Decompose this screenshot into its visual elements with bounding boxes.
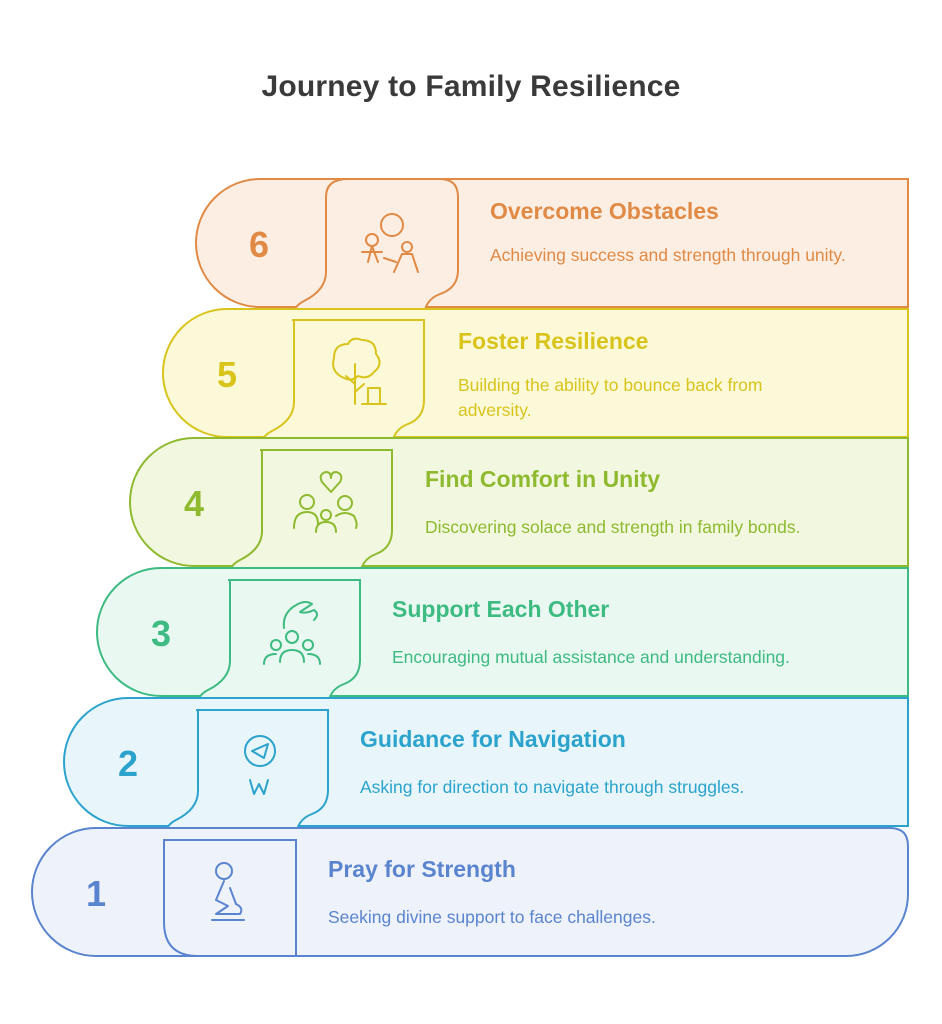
tree-icon <box>332 337 387 405</box>
step-1: 1 <box>31 827 909 957</box>
step-4-title: Find Comfort in Unity <box>425 466 661 492</box>
step-4-number: 4 <box>184 483 204 524</box>
group-support-icon <box>263 601 321 665</box>
step-2-description: Asking for direction to navigate through… <box>360 777 745 797</box>
step-5-number: 5 <box>217 354 237 395</box>
overcome-people-icon <box>361 213 419 273</box>
family-heart-icon <box>293 471 358 533</box>
compass-icon <box>244 735 276 795</box>
praying-person-icon <box>211 862 245 921</box>
step-4-band <box>129 437 909 567</box>
step-4: 4 <box>129 437 909 581</box>
step-5-description: Building the ability to bounce back from… <box>458 375 763 420</box>
step-1-title: Pray for Strength <box>328 856 516 882</box>
step-6-number: 6 <box>249 224 269 265</box>
step-3-description: Encouraging mutual assistance and unders… <box>392 647 790 667</box>
step-6-description: Achieving success and strength through u… <box>490 245 846 265</box>
step-1-number: 1 <box>86 873 106 914</box>
step-6: 6 <box>195 178 909 321</box>
step-5: 5 <box>162 308 909 451</box>
step-5-title: Foster Resilience <box>458 328 649 354</box>
step-2-band <box>63 697 909 827</box>
step-3-number: 3 <box>151 613 171 654</box>
step-4-description: Discovering solace and strength in famil… <box>425 517 801 537</box>
step-6-title: Overcome Obstacles <box>490 198 719 224</box>
step-2-title: Guidance for Navigation <box>360 726 626 752</box>
step-3-title: Support Each Other <box>392 596 610 622</box>
step-3: 3 <box>96 567 909 711</box>
step-2-number: 2 <box>118 743 138 784</box>
step-1-icon-panel <box>163 839 297 957</box>
diagram-title: Journey to Family Resilience <box>261 70 681 103</box>
step-3-band <box>96 567 909 697</box>
step-2: 2 <box>63 697 909 841</box>
step-1-description: Seeking divine support to face challenge… <box>328 907 656 927</box>
